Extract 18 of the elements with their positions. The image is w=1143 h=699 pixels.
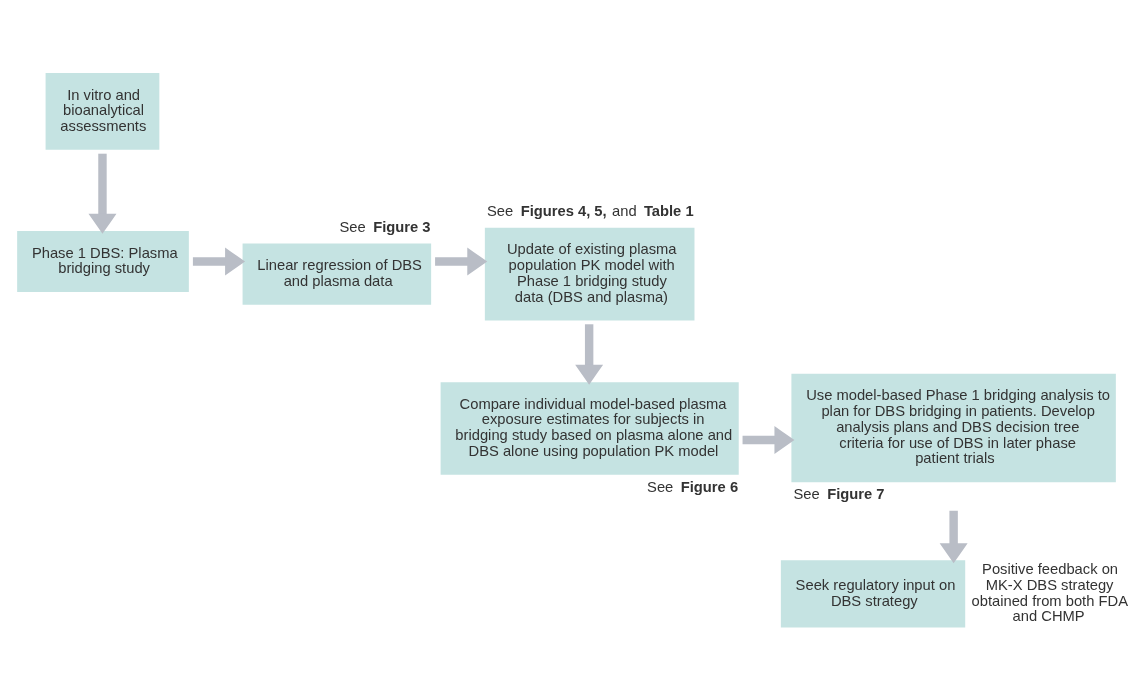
node-box: Update of existing plasma population PK model with Phase 1 bridging study data (DBS and plasma)	[484, 227, 695, 320]
node-label: See Figure 6	[647, 478, 739, 495]
node-box: Use model-based Phase 1 bridging analysis to plan for DBS bridging in patients. Develop analysis plans and DBS decision tree criteria for use of DBS in later phase patient trials	[791, 373, 1116, 482]
node-box: Seek regulatory input on DBS strategy	[780, 559, 966, 628]
node-box: Compare individual model-based plasma exposure estimates for subjects in bridging study based on plasma alone and DBS alone using population PK model	[440, 381, 739, 475]
arrow	[575, 323, 604, 385]
node-label: See Figures 4, 5, and Table 1	[486, 202, 694, 219]
node-label: See Figure 3	[339, 218, 431, 235]
arrow	[88, 153, 117, 234]
node-box: In vitro and bioanalytical assessments	[45, 72, 160, 150]
arrow	[192, 247, 246, 275]
node-label: Positive feedback on MK-X DBS strategy obtained from both FDA and CHMP	[971, 560, 1128, 624]
arrow	[435, 247, 488, 275]
node-box: Linear regression of DBS and plasma data	[242, 243, 432, 305]
arrow	[939, 510, 968, 563]
node-label: See Figure 7	[793, 485, 885, 502]
node-box: Phase 1 DBS: Plasma bridging study	[17, 230, 189, 292]
arrow	[742, 425, 795, 454]
